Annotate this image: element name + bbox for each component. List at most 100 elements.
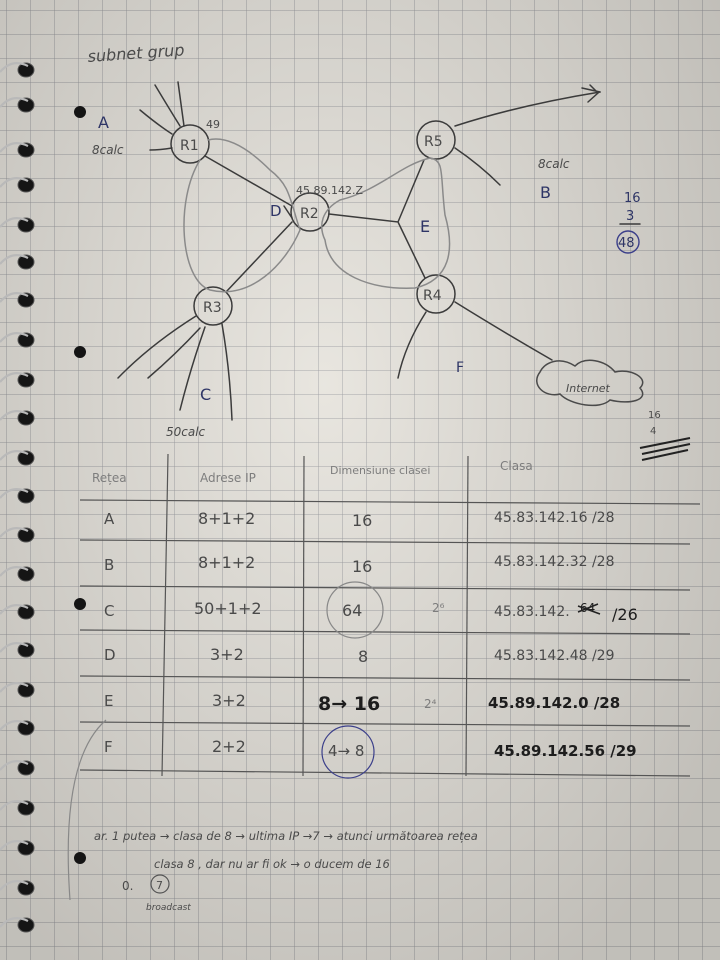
table-row-b-net: B bbox=[104, 556, 114, 574]
note-line-1: ar. 1 putea → clasa de 8 → ultima IP →7 … bbox=[94, 829, 478, 843]
network-c-label: C bbox=[200, 385, 211, 404]
table-row-b-size: 16 bbox=[352, 557, 372, 576]
table-header-net: Rețea bbox=[92, 471, 127, 485]
table-row-d-class: 45.83.142.48 /29 bbox=[494, 648, 615, 664]
table-row-e-net: E bbox=[104, 692, 113, 710]
table-row-a-class: 45.83.142.16 /28 bbox=[494, 510, 615, 526]
note-line-2: clasa 8 , dar nu ar fi ok → o ducem de 1… bbox=[154, 857, 390, 871]
net-c-arrow-1 bbox=[147, 327, 201, 379]
table-row-c-ips: 50+1+2 bbox=[194, 599, 262, 618]
page-title: subnet grup bbox=[87, 40, 185, 66]
table-row-c-class: 45.83.142. bbox=[494, 604, 570, 620]
network-d-label: D bbox=[270, 202, 282, 220]
bracket-e-f bbox=[67, 719, 107, 901]
link-r3-r2 bbox=[225, 221, 293, 293]
network-f-label: F bbox=[456, 360, 464, 376]
router-r4-circle bbox=[416, 274, 456, 314]
table-row-line-e bbox=[79, 721, 691, 727]
bottom-calc-2: 4 bbox=[650, 426, 656, 437]
side-calc-circle bbox=[616, 230, 640, 254]
link-r1-r2 bbox=[204, 155, 293, 207]
net-a-arrow-3 bbox=[177, 81, 185, 127]
table-row-line-a bbox=[79, 539, 691, 545]
table-row-c-net: C bbox=[104, 602, 114, 620]
table-row-f-net: F bbox=[104, 738, 113, 756]
table-row-d-net: D bbox=[104, 646, 116, 664]
table-row-a-ips: 8+1+2 bbox=[198, 509, 255, 528]
internet-cloud bbox=[536, 359, 644, 407]
side-calc-1: 16 bbox=[624, 191, 641, 206]
network-a-label: A bbox=[98, 113, 109, 132]
router-r2-address: 45.89.142.Z bbox=[296, 184, 363, 197]
arrow-r2 bbox=[283, 205, 293, 219]
table-row-c-size: 64 bbox=[342, 601, 362, 620]
router-r5-label: R5 bbox=[424, 134, 443, 150]
internet-label: Internet bbox=[566, 382, 611, 395]
circle-f-size bbox=[321, 725, 375, 779]
net-c-arrow-3 bbox=[221, 323, 233, 421]
router-r1-label: R1 bbox=[180, 138, 199, 154]
table-header-class: Clasa bbox=[500, 459, 533, 473]
table-row-e-class: 45.89.142.0 /28 bbox=[488, 694, 620, 712]
router-r2-label: R2 bbox=[300, 206, 319, 222]
table-row-line-d bbox=[79, 675, 691, 681]
router-r5-circle bbox=[416, 120, 456, 160]
table-row-f-class: 45.89.142.56 /29 bbox=[494, 742, 637, 760]
net-a-arrow-2 bbox=[154, 84, 181, 127]
router-r1-circle bbox=[170, 124, 210, 164]
network-diagram bbox=[117, 81, 644, 421]
note-circled-circle bbox=[150, 874, 170, 894]
table-row-b-class: 45.83.142.32 /28 bbox=[494, 554, 615, 570]
table-row-a-net: A bbox=[104, 510, 115, 528]
net-b-line bbox=[454, 147, 501, 186]
table-row-c-side: 2⁶ bbox=[432, 601, 445, 615]
table-row-a-size: 16 bbox=[352, 511, 372, 530]
network-a-note: 8calc bbox=[92, 143, 124, 157]
net-b-arrow bbox=[454, 91, 601, 127]
router-r4-label: R4 bbox=[423, 288, 442, 304]
network-c-note: 50calc bbox=[166, 425, 206, 439]
network-b-note: 8calc bbox=[538, 157, 570, 171]
table-row-line-b bbox=[79, 585, 691, 591]
net-f-line bbox=[397, 311, 427, 379]
bottom-calc-scribble bbox=[639, 437, 691, 461]
punch-holes bbox=[74, 106, 86, 864]
table-row-d-size: 8 bbox=[358, 647, 368, 666]
table-row-f-ips: 2+2 bbox=[212, 737, 246, 756]
table-row-c-strike-mark bbox=[577, 603, 601, 615]
table-row-f-size: 4→ 8 bbox=[328, 742, 364, 760]
table-header-size: Dimensiune clasei bbox=[330, 464, 430, 477]
table-col-line-3 bbox=[465, 455, 469, 777]
table-row-b-ips: 8+1+2 bbox=[198, 553, 255, 572]
table-col-line-2 bbox=[302, 455, 305, 777]
table-row-e-side: 2⁴ bbox=[424, 697, 437, 711]
note-line-3-label: broadcast bbox=[146, 903, 191, 913]
table-header-line bbox=[79, 499, 701, 505]
note-line-3-prefix: 0. bbox=[122, 879, 133, 893]
table-row-e-size: 8→ 16 bbox=[318, 693, 380, 715]
table-row-line-f bbox=[79, 769, 691, 777]
table-row-d-ips: 3+2 bbox=[210, 645, 244, 664]
network-e-label: E bbox=[420, 217, 430, 236]
net-c-line-1 bbox=[117, 315, 197, 379]
side-calc-2: 3 bbox=[626, 209, 634, 224]
table-header-ips: Adrese IP bbox=[200, 471, 256, 485]
table-row-c-class-suffix: /26 bbox=[612, 605, 638, 624]
link-r2-e bbox=[328, 159, 426, 279]
circle-c-size bbox=[326, 581, 384, 639]
net-f-link bbox=[454, 301, 553, 361]
bottom-calc-1: 16 bbox=[648, 410, 661, 421]
router-r1-note: 49 bbox=[206, 118, 220, 131]
subnet-table-grid bbox=[67, 453, 701, 901]
router-r3-label: R3 bbox=[203, 300, 222, 316]
table-row-line-c bbox=[79, 629, 691, 635]
network-e-ellipse bbox=[321, 157, 451, 289]
table-col-line-1 bbox=[161, 453, 169, 777]
side-calc-3: 48 bbox=[618, 236, 635, 251]
net-a-arrow-4 bbox=[149, 147, 173, 151]
network-b-label: B bbox=[540, 183, 551, 202]
net-c-arrow-2 bbox=[179, 326, 206, 411]
router-r2-circle bbox=[290, 192, 330, 232]
